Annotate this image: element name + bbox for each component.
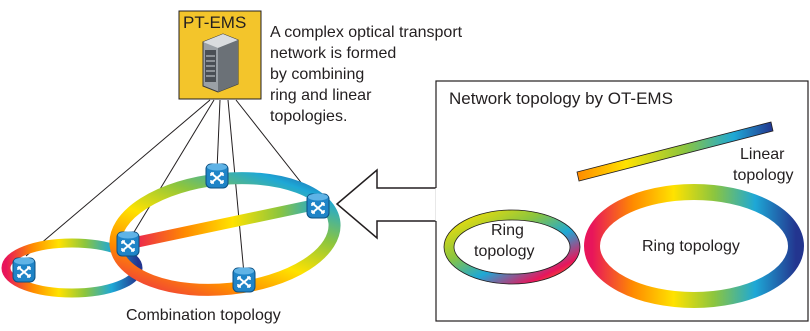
center-linear-link bbox=[126, 198, 320, 250]
small-ring bbox=[444, 210, 580, 284]
server-icon bbox=[202, 33, 239, 93]
combination-label: Combination topology bbox=[126, 307, 281, 324]
router-icon bbox=[12, 256, 36, 283]
panel-title: Network topology by OT-EMS bbox=[449, 89, 673, 108]
small-ring-label-line: topology bbox=[474, 243, 535, 260]
linear-label-line: topology bbox=[733, 167, 794, 184]
description-line: A complex optical transport bbox=[270, 24, 463, 41]
router-icon bbox=[232, 266, 256, 293]
description-line: ring and linear bbox=[270, 87, 372, 104]
server-box bbox=[178, 10, 262, 100]
small-ring-label-line: Ring bbox=[491, 222, 524, 239]
server-label: PT-EMS bbox=[183, 13, 247, 32]
description-line: network is formed bbox=[270, 45, 397, 62]
linear-label-line: Linear bbox=[740, 146, 785, 163]
linear-topology-bar bbox=[576, 121, 774, 182]
description-line: by combining bbox=[270, 66, 365, 83]
router-icon bbox=[205, 162, 229, 189]
router-icon bbox=[116, 230, 140, 257]
big-ring-label: Ring topology bbox=[642, 238, 740, 255]
big-ring bbox=[584, 184, 804, 308]
router-icon bbox=[306, 192, 330, 219]
management-links bbox=[25, 99, 319, 275]
description-line: topologies. bbox=[270, 108, 348, 125]
